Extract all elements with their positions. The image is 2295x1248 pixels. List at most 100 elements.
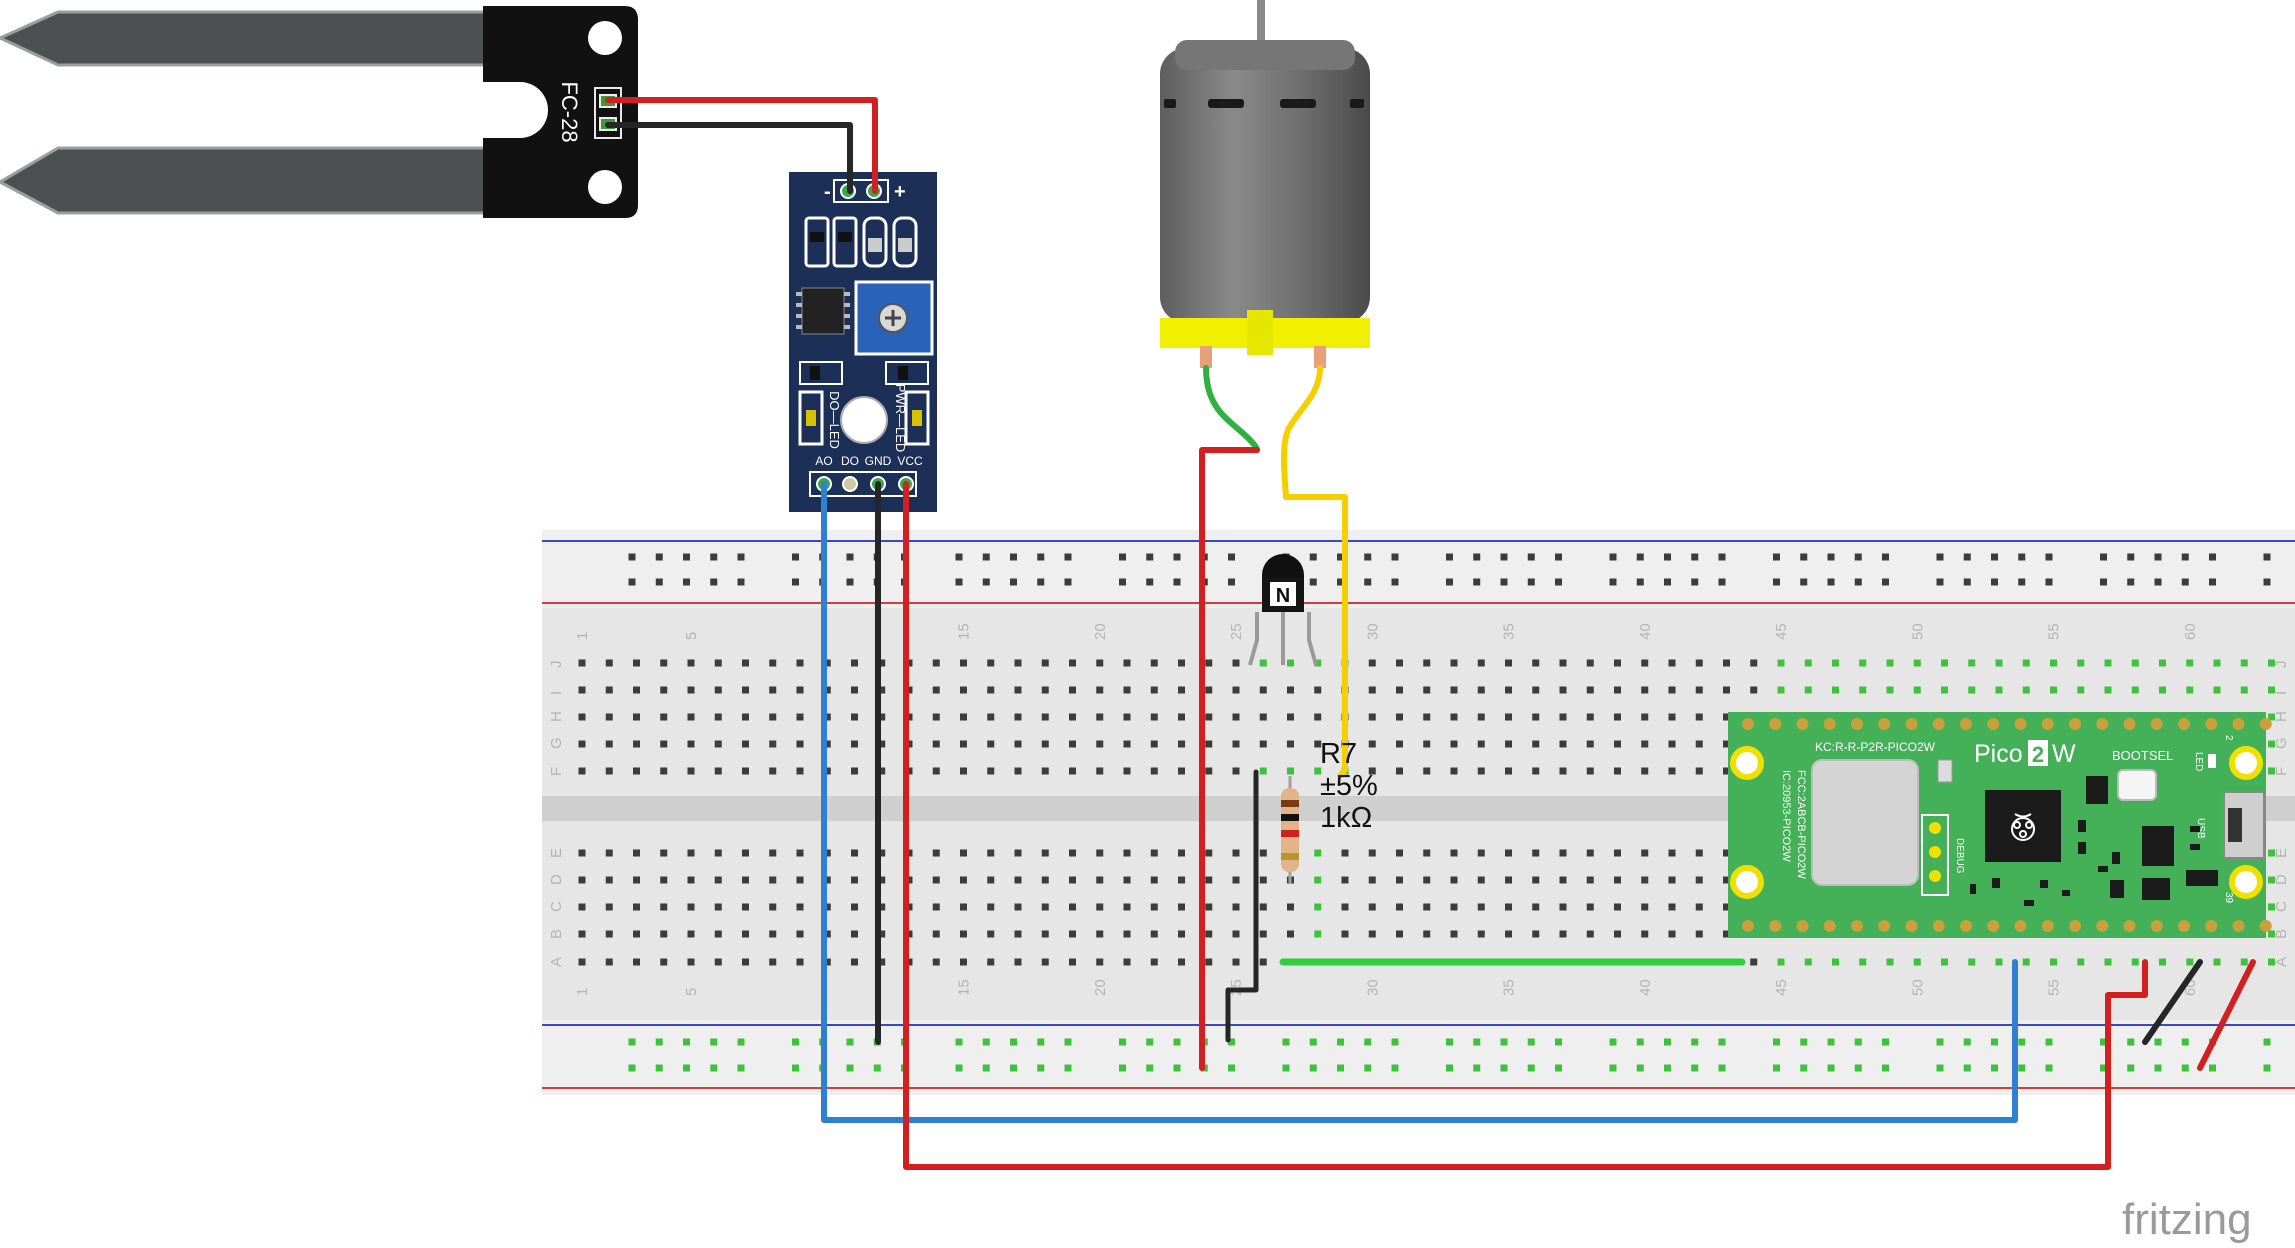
breadboard-hole[interactable]: [851, 849, 858, 857]
breadboard-hole[interactable]: [683, 578, 690, 586]
breadboard-hole[interactable]: [1641, 930, 1649, 938]
breadboard-hole[interactable]: [1341, 903, 1349, 911]
breadboard-hole[interactable]: [1664, 553, 1671, 561]
breadboard-hole[interactable]: [2104, 686, 2112, 694]
breadboard-hole[interactable]: [932, 740, 940, 748]
breadboard-hole[interactable]: [1314, 930, 1322, 938]
breadboard-hole[interactable]: [960, 958, 967, 966]
breadboard-hole[interactable]: [1041, 713, 1049, 721]
breadboard-hole[interactable]: [1718, 1064, 1726, 1072]
breadboard-hole[interactable]: [1041, 767, 1049, 775]
breadboard-hole[interactable]: [1173, 1038, 1181, 1046]
breadboard-hole[interactable]: [660, 849, 668, 857]
breadboard-hole[interactable]: [2240, 686, 2248, 694]
breadboard-hole[interactable]: [660, 686, 668, 694]
breadboard-hole[interactable]: [2077, 958, 2085, 966]
breadboard-hole[interactable]: [1559, 849, 1567, 857]
breadboard-hole[interactable]: [1069, 686, 1076, 694]
breadboard-hole[interactable]: [605, 958, 613, 966]
breadboard-hole[interactable]: [1205, 740, 1213, 748]
breadboard-hole[interactable]: [1096, 903, 1104, 911]
breadboard-hole[interactable]: [1150, 958, 1158, 966]
breadboard-hole[interactable]: [769, 903, 777, 911]
breadboard-hole[interactable]: [1096, 930, 1104, 938]
breadboard-hole[interactable]: [1505, 740, 1512, 748]
breadboard-hole[interactable]: [1477, 713, 1485, 721]
breadboard-hole[interactable]: [655, 1038, 663, 1046]
breadboard-hole[interactable]: [932, 958, 940, 966]
breadboard-hole[interactable]: [2127, 553, 2135, 561]
breadboard-hole[interactable]: [796, 740, 804, 748]
breadboard-hole[interactable]: [1641, 849, 1649, 857]
breadboard-hole[interactable]: [1777, 686, 1785, 694]
breadboard-hole[interactable]: [796, 958, 804, 966]
breadboard-hole[interactable]: [1750, 958, 1758, 966]
breadboard-hole[interactable]: [1259, 659, 1267, 667]
breadboard-hole[interactable]: [1119, 553, 1126, 561]
breadboard-hole[interactable]: [878, 740, 886, 748]
breadboard-hole[interactable]: [1069, 740, 1076, 748]
breadboard-hole[interactable]: [2154, 1064, 2162, 1072]
breadboard-hole[interactable]: [633, 767, 640, 775]
breadboard-hole[interactable]: [1450, 713, 1458, 721]
breadboard-hole[interactable]: [1882, 553, 1889, 561]
breadboard-hole[interactable]: [1150, 849, 1158, 857]
breadboard-hole[interactable]: [1014, 849, 1022, 857]
breadboard-hole[interactable]: [633, 876, 640, 884]
breadboard-hole[interactable]: [1014, 659, 1022, 667]
breadboard-hole[interactable]: [1886, 659, 1894, 667]
breadboard-hole[interactable]: [960, 930, 967, 938]
breadboard-hole[interactable]: [1450, 686, 1458, 694]
breadboard-hole[interactable]: [1723, 659, 1730, 667]
breadboard-hole[interactable]: [1913, 686, 1921, 694]
breadboard-hole[interactable]: [960, 876, 967, 884]
breadboard-hole[interactable]: [1064, 578, 1072, 586]
breadboard-hole[interactable]: [2104, 659, 2112, 667]
breadboard-hole[interactable]: [1555, 578, 1562, 586]
breadboard-hole[interactable]: [1396, 659, 1403, 667]
breadboard-hole[interactable]: [1555, 1038, 1562, 1046]
breadboard-hole[interactable]: [1777, 659, 1785, 667]
breadboard-hole[interactable]: [1228, 1038, 1235, 1046]
breadboard-hole[interactable]: [2100, 553, 2107, 561]
breadboard-hole[interactable]: [578, 930, 586, 938]
breadboard-hole[interactable]: [1886, 686, 1894, 694]
breadboard-hole[interactable]: [1500, 553, 1508, 561]
breadboard-hole[interactable]: [1854, 578, 1862, 586]
breadboard-hole[interactable]: [1010, 553, 1017, 561]
breadboard-hole[interactable]: [2186, 659, 2194, 667]
breadboard-hole[interactable]: [1532, 903, 1540, 911]
breadboard-hole[interactable]: [1859, 686, 1867, 694]
breadboard-hole[interactable]: [932, 876, 940, 884]
breadboard-hole[interactable]: [683, 1038, 690, 1046]
breadboard-hole[interactable]: [851, 659, 858, 667]
breadboard-hole[interactable]: [660, 713, 668, 721]
breadboard-hole[interactable]: [1205, 930, 1213, 938]
breadboard-hole[interactable]: [1586, 876, 1594, 884]
breadboard-hole[interactable]: [769, 686, 777, 694]
breadboard-hole[interactable]: [742, 740, 749, 748]
breadboard-hole[interactable]: [1314, 713, 1322, 721]
breadboard-hole[interactable]: [714, 659, 722, 667]
breadboard-hole[interactable]: [1827, 578, 1835, 586]
breadboard-hole[interactable]: [1314, 740, 1322, 748]
breadboard-hole[interactable]: [687, 849, 695, 857]
breadboard-hole[interactable]: [851, 767, 858, 775]
breadboard-hole[interactable]: [578, 686, 586, 694]
breadboard-hole[interactable]: [1014, 903, 1022, 911]
breadboard-hole[interactable]: [932, 659, 940, 667]
breadboard-hole[interactable]: [633, 903, 640, 911]
breadboard-hole[interactable]: [2100, 1038, 2107, 1046]
breadboard-hole[interactable]: [823, 740, 831, 748]
breadboard-hole[interactable]: [2209, 1064, 2216, 1072]
breadboard-hole[interactable]: [769, 767, 777, 775]
breadboard-hole[interactable]: [1882, 1064, 1889, 1072]
breadboard-hole[interactable]: [1396, 740, 1403, 748]
breadboard-hole[interactable]: [660, 876, 668, 884]
breadboard-hole[interactable]: [1641, 686, 1649, 694]
breadboard-hole[interactable]: [1337, 1038, 1344, 1046]
breadboard-hole[interactable]: [769, 930, 777, 938]
breadboard-hole[interactable]: [1096, 659, 1104, 667]
breadboard-hole[interactable]: [1963, 1038, 1971, 1046]
breadboard-hole[interactable]: [960, 849, 967, 857]
